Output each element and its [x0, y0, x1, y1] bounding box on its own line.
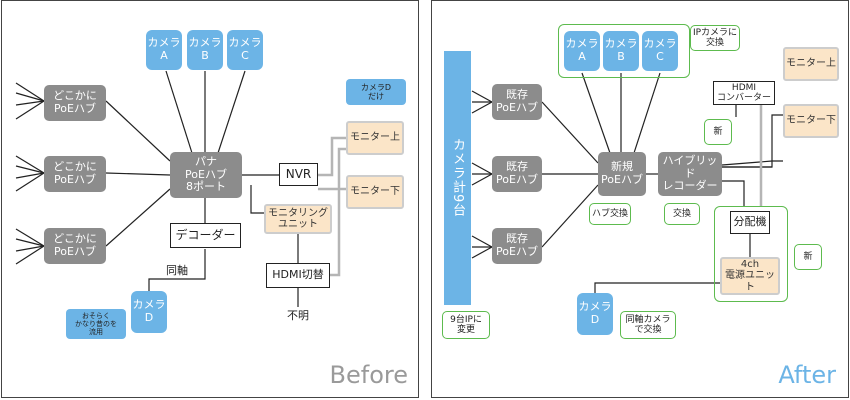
camera-c: カメラ C: [642, 31, 678, 71]
camera-d: カメラ D: [577, 293, 613, 335]
note-ip-camera: IPカメラに 交換: [690, 25, 740, 51]
monitor-top: モニター上: [346, 121, 404, 155]
new-poe-hub: 新規 PoEハブ: [598, 152, 646, 196]
camera-d: カメラ D: [131, 291, 167, 333]
existing-hub-2: 既存 PoEハブ: [492, 156, 542, 192]
camera-b: カメラ B: [603, 31, 639, 71]
decoder: デコーダー: [170, 223, 241, 248]
existing-hub-3: 既存 PoEハブ: [492, 228, 542, 264]
note-hub-swap: ハブ交換: [589, 203, 631, 225]
coax-label: 同軸: [166, 264, 188, 278]
camera-a: カメラ A: [564, 31, 600, 71]
note-swap: 交換: [664, 203, 700, 225]
camera-c: カメラ C: [227, 30, 263, 70]
monitoring-unit: モニタリング ユニット: [264, 204, 332, 234]
camera-b: カメラ B: [187, 30, 223, 70]
unknown-label: 不明: [287, 308, 309, 322]
power-unit: 4ch 電源ユニット: [720, 257, 780, 295]
camera-a: カメラ A: [146, 30, 182, 70]
splitter: 分配機: [730, 211, 770, 234]
hybrid-recorder: ハイブリッド レコーダー: [658, 152, 722, 196]
note-camera-d-only: カメラD だけ: [346, 79, 406, 105]
nvr: NVR: [279, 163, 318, 186]
existing-hub-1: 既存 PoEハブ: [492, 84, 542, 120]
hub-3: どこかに PoEハブ: [44, 228, 106, 264]
note-coax-swap: 同軸カメラ で交換: [620, 311, 676, 339]
monitor-top: モニター上: [783, 47, 839, 81]
before-wiring: [15, 70, 346, 307]
note-new-1: 新: [704, 119, 732, 145]
main-poe-hub: パナ PoEハブ 8ポート: [170, 152, 242, 198]
after-panel: カメラ計9台 既存 PoEハブ 既存 PoEハブ 既存 PoEハブ カメラ A …: [431, 0, 849, 398]
note-coax-reuse: おそらく かなり昔のを 流用: [66, 309, 126, 339]
camera-group-frame: [558, 24, 690, 78]
monitor-bottom: モニター下: [346, 175, 404, 209]
before-panel: どこかに PoEハブ どこかに PoEハブ どこかに PoEハブ カメラ A カ…: [1, 0, 419, 398]
monitor-bottom: モニター下: [783, 104, 839, 138]
hub-1: どこかに PoEハブ: [44, 85, 106, 121]
hdmi-switch: HDMI切替: [266, 263, 330, 288]
hub-2: どこかに PoEハブ: [44, 156, 106, 192]
after-label: After: [778, 361, 836, 389]
camera-total-bar: カメラ計9台: [444, 51, 471, 305]
note-9-ip: 9台IPに 変更: [442, 311, 490, 339]
before-label: Before: [329, 361, 408, 389]
after-wiring: [471, 72, 783, 311]
hdmi-converter: HDMI コンバーター: [713, 81, 775, 105]
note-new-2: 新: [794, 244, 822, 270]
new-equipment-frame: [714, 206, 788, 302]
